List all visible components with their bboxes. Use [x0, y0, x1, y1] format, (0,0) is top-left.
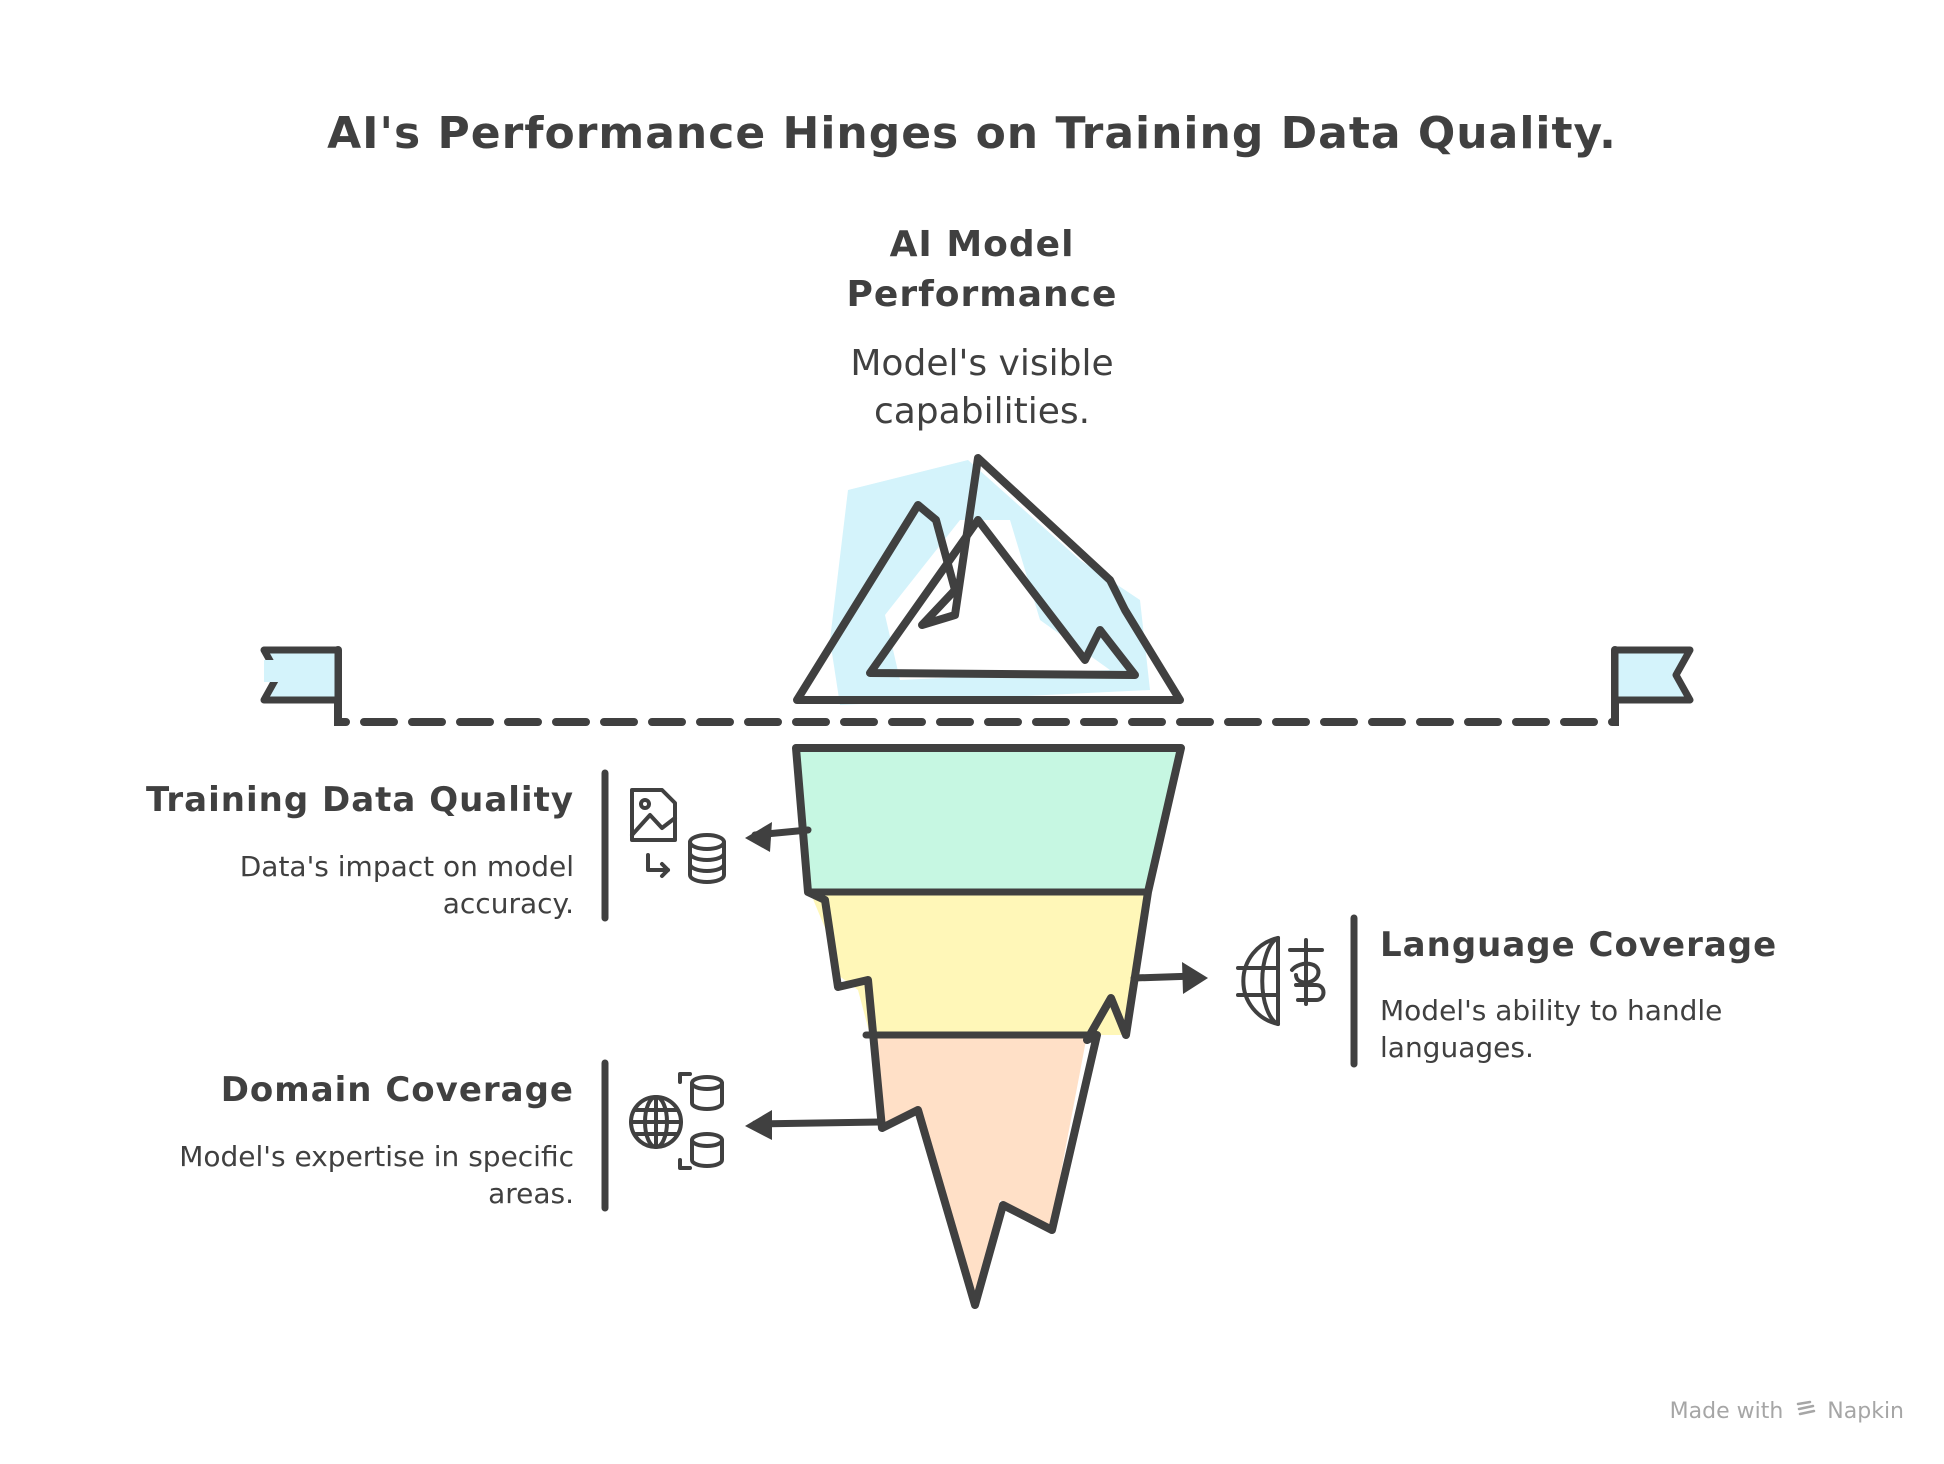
underwater-outline	[792, 744, 1185, 1309]
layer-description-domain-coverage: Model's expertise in specific areas.	[179, 1140, 574, 1210]
arrow-training-data-quality	[745, 822, 812, 852]
right-flag-icon	[1611, 646, 1694, 704]
watermark-prefix: Made with	[1669, 1399, 1784, 1424]
layer-description-language-coverage: Model's ability to handle languages.	[1380, 994, 1723, 1064]
image-to-database-icon	[630, 788, 726, 884]
page-title: AI's Performance Hinges on Training Data…	[327, 108, 1617, 159]
layer-description-training-data-quality: Data's impact on model accuracy.	[239, 850, 574, 920]
layer-language-coverage	[810, 892, 1147, 1035]
watermark: Made with Napkin	[1670, 1399, 1904, 1424]
watermark-brand: Napkin	[1827, 1399, 1904, 1424]
left-flag-icon	[260, 646, 342, 704]
layer-heading-language-coverage: Language Coverage	[1380, 925, 1778, 965]
napkin-logo-icon	[1796, 1399, 1816, 1424]
globe-databases-icon	[629, 1072, 724, 1170]
arrow-language-coverage	[1130, 962, 1208, 994]
iceberg-tip	[793, 454, 1184, 705]
layer-heading-training-data-quality: Training Data Quality	[145, 780, 574, 820]
layer-domain-coverage	[872, 1035, 1087, 1300]
top-description: Model's visible capabilities.	[850, 343, 1114, 432]
arrow-domain-coverage	[745, 1110, 884, 1140]
globe-language-icon	[1236, 936, 1326, 1026]
top-heading: AI Model Performance	[846, 224, 1118, 315]
layer-heading-domain-coverage: Domain Coverage	[220, 1070, 574, 1110]
layer-training-data-quality	[796, 748, 1181, 892]
